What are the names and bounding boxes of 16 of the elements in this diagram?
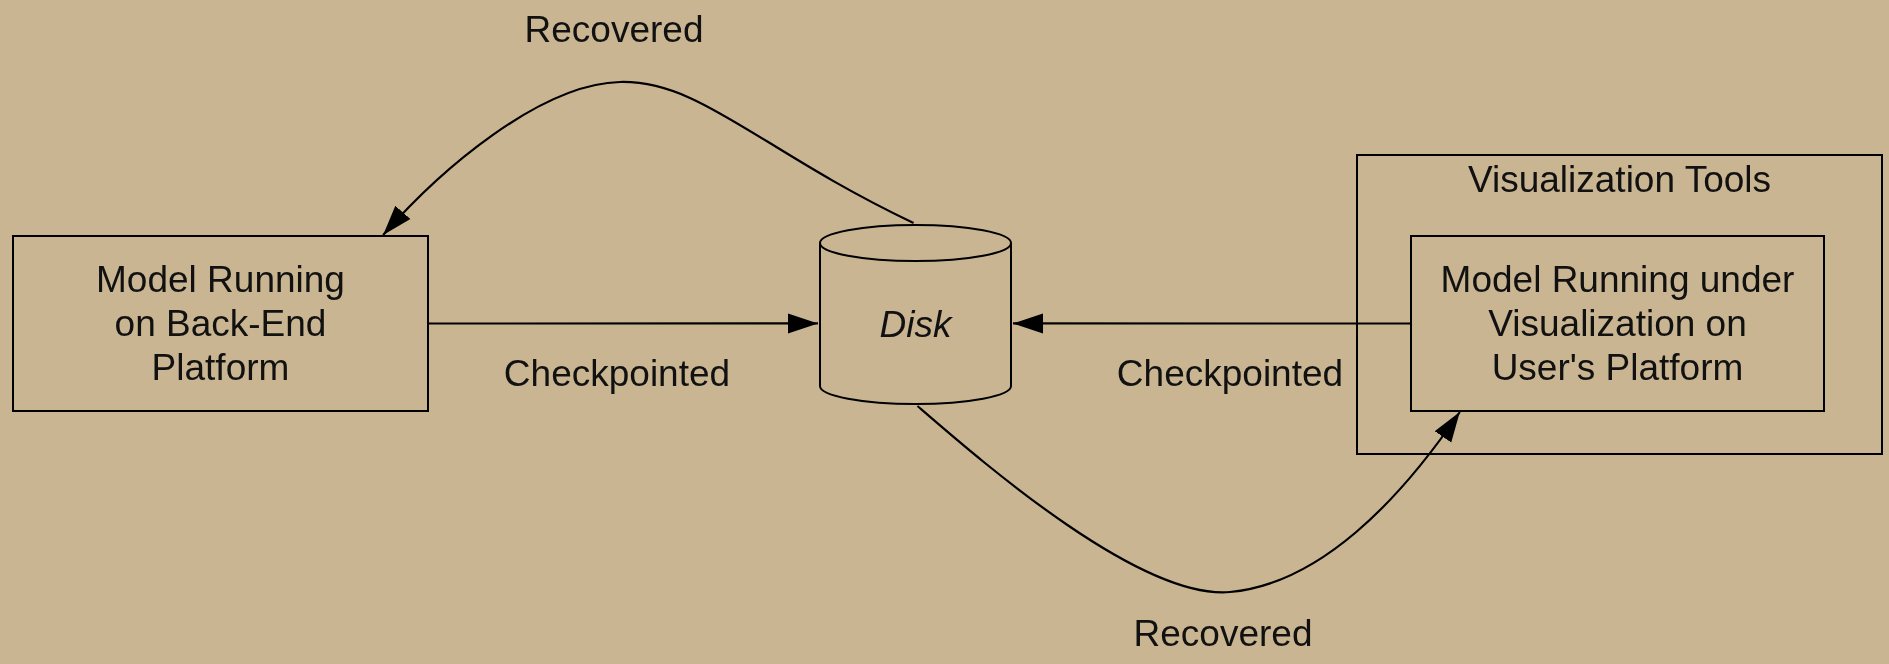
node-label: Model Running under Visualization on User's Platform bbox=[1439, 257, 1796, 390]
edge-label: Checkpointed bbox=[503, 352, 731, 396]
node-label: Disk bbox=[879, 302, 952, 347]
arrow bbox=[382, 80, 915, 236]
edge-label: Recovered bbox=[1133, 612, 1313, 656]
node-label: Model Running on Back-End Platform bbox=[95, 257, 346, 390]
disk-cylinder bbox=[818, 223, 1013, 406]
edge-label: Checkpointed bbox=[1116, 352, 1344, 396]
arrow bbox=[429, 313, 818, 334]
edge-label: Recovered bbox=[524, 8, 704, 52]
group-box bbox=[1356, 154, 1883, 455]
process-box bbox=[12, 235, 429, 412]
group-title: Visualization Tools bbox=[1467, 158, 1771, 202]
process-box bbox=[1410, 235, 1825, 412]
arrow bbox=[916, 405, 1461, 594]
arrow bbox=[1013, 313, 1410, 334]
